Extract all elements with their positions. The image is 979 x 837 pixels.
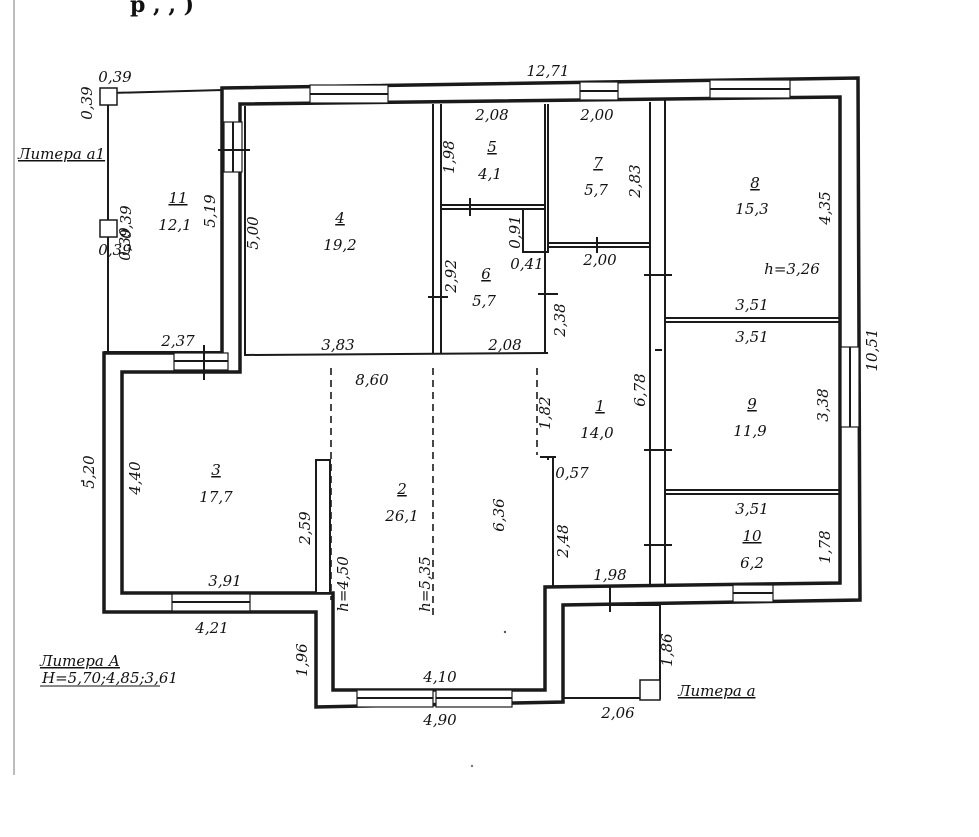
dim-r2-bottom-out: 4,90 (422, 711, 457, 729)
dim-r5-left: 1,98 (440, 140, 458, 173)
dim-corner: 0,39 (117, 205, 135, 239)
dim-porch-left: 1,96 (293, 643, 311, 677)
room-3-area: 17,7 (199, 488, 233, 506)
room-4-number: 4 (334, 209, 345, 227)
dim-r9-bottom: 3,51 (735, 500, 768, 518)
room-4-area: 19,2 (323, 236, 356, 254)
room-2-height-left: h=4,50 (334, 556, 352, 612)
dim-r3-bottom: 3,91 (208, 572, 241, 590)
room-5-number: 5 (487, 138, 497, 156)
room-10-number: 10 (742, 527, 762, 545)
dim-porch-right: 1,86 (658, 633, 676, 667)
dim-corner: 0,39 (98, 68, 132, 86)
room-2-area: 26,1 (384, 507, 418, 525)
dim-r2-dash: 1,82 (536, 396, 554, 429)
label-litera-a1: Литера а1 (17, 145, 105, 163)
dim-r2-notch: 0,57 (555, 464, 589, 482)
dim-r8-bottom: 3,51 (735, 296, 768, 314)
dim-r7-top: 2,00 (579, 106, 614, 124)
room-5-area: 4,1 (477, 165, 502, 183)
dim-r5-top: 2,08 (474, 106, 508, 124)
dim-corner: 0,39 (98, 241, 132, 259)
dim-r6-bottom: 2,08 (487, 336, 521, 354)
dim-r1-left: 2,38 (551, 303, 569, 337)
dim-r7-bottom: 2,00 (582, 251, 617, 269)
room-1-area: 14,0 (580, 424, 614, 442)
dim-r6-notch-h: 0,41 (510, 255, 543, 273)
corner-post (99, 219, 118, 238)
dim-r2-left-low: 2,48 (554, 524, 572, 558)
dim-r2-mid: 6,36 (490, 498, 508, 532)
scan-speck (470, 764, 474, 768)
label-litera-a: Литера а (677, 682, 756, 700)
dim-r9-top: 3,51 (735, 328, 768, 346)
scan-speck (503, 630, 507, 634)
door-marks (203, 149, 672, 612)
corner-post (639, 679, 661, 701)
room-6-area: 5,7 (472, 292, 496, 310)
dim-top-total: 12,71 (527, 62, 570, 80)
dim-r8-right: 4,35 (816, 191, 834, 225)
dim-corner: 0,39 (116, 227, 134, 261)
dim-r3-out-bottom: 4,21 (194, 619, 228, 637)
dim-r4-left: 5,00 (244, 216, 262, 250)
windows (171, 79, 860, 708)
room-8-area: 15,3 (735, 200, 768, 218)
label-litera-A-heights: H=5,70;4,85;3,61 (41, 669, 178, 687)
dim-r1-bottom: 1,98 (593, 566, 626, 584)
dim-r1-right: 6,78 (631, 373, 649, 406)
dim-corner: 0,39 (78, 86, 96, 120)
dim-r7-right: 2,83 (626, 164, 644, 198)
scan-speck (80, 479, 84, 483)
dim-r10-right: 1,78 (816, 530, 834, 563)
dim-r3-right: 2,59 (296, 511, 314, 546)
room-11-area: 12,1 (158, 216, 191, 234)
dim-r11-bottom: 2,37 (160, 332, 195, 350)
room-2-number: 2 (396, 480, 407, 498)
dim-left-total: 5,20 (80, 455, 98, 489)
dim-r3-left: 4,40 (126, 461, 144, 496)
dim-r6-notch-v: 0,91 (506, 215, 524, 248)
room-3-number: 3 (211, 461, 221, 479)
inner-outline (120, 95, 842, 692)
room-6-number: 6 (481, 265, 491, 283)
room-1-number: 1 (595, 397, 605, 415)
dim-r9-right: 3,38 (814, 388, 832, 421)
room-10-area: 6,2 (740, 554, 764, 572)
room-2-height-mid: h=5,35 (416, 556, 434, 612)
dim-r4-bottom: 3,83 (321, 336, 354, 354)
dim-r6-left: 2,92 (442, 259, 460, 293)
header-fragment: р , , ) (130, 0, 194, 18)
room-9-number: 9 (747, 395, 757, 413)
room-9-area: 11,9 (733, 422, 767, 440)
room-7-area: 5,7 (584, 181, 608, 199)
room-7-number: 7 (593, 154, 603, 172)
dim-porch-bottom: 2,06 (600, 704, 635, 722)
dim-r2-bottom-in: 4,10 (422, 668, 457, 686)
dim-r2-top: 8,60 (355, 371, 389, 389)
dim-right-total: 10,51 (863, 329, 881, 372)
dim-r11-right: 5,19 (201, 194, 219, 228)
room-8-number: 8 (750, 174, 760, 192)
corner-post (99, 87, 118, 106)
label-litera-A: Литера А (39, 652, 120, 670)
room-11-number: 11 (168, 189, 187, 207)
room-8-height: h=3,26 (764, 260, 820, 278)
